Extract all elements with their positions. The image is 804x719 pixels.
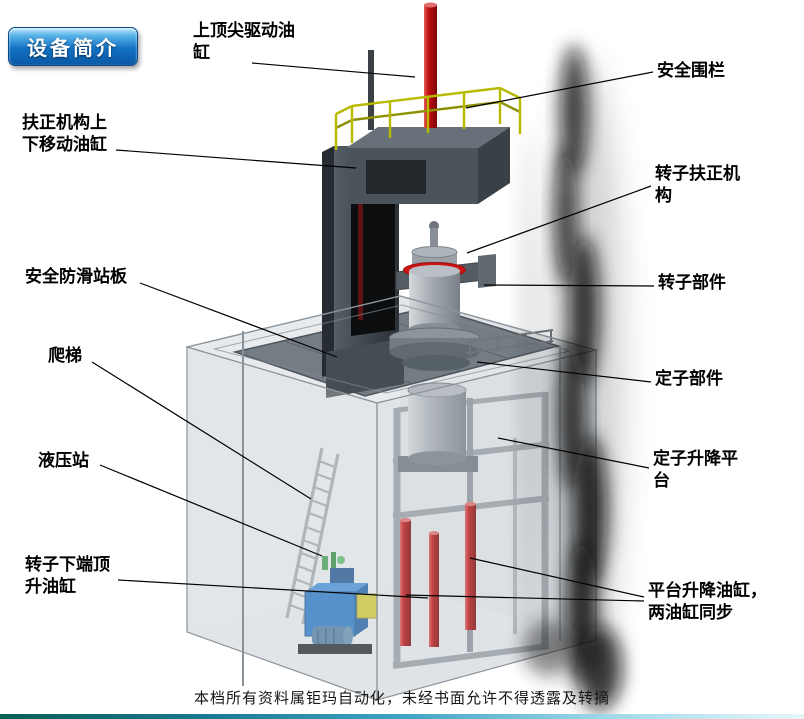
leader-top-cylinder — [251, 62, 416, 78]
leader-hydraulic-station — [99, 464, 323, 557]
label-ladder: 爬梯 — [48, 346, 82, 366]
label-hydraulic-station: 液压站 — [38, 451, 89, 471]
leader-stator-part — [476, 361, 652, 383]
label-top-drive-cylinder: 上顶尖驱动油缸 — [193, 21, 295, 64]
copyright-notice: 本档所有资料属钜玛自动化，未经书面允许不得透露及转摘 — [193, 689, 610, 707]
label-centering-cylinder: 扶正机构上下移动油缸 — [22, 113, 107, 156]
stator-part — [398, 382, 478, 472]
leader-stator-platform — [497, 437, 650, 469]
label-stator-platform: 定子升降平台 — [653, 449, 738, 492]
title-badge: 设备简介 — [8, 27, 138, 66]
label-rotor-centering: 转子扶正机构 — [655, 164, 740, 207]
label-safety-fence: 安全围栏 — [657, 61, 725, 81]
bottom-strip — [0, 714, 804, 719]
leader-ladder — [91, 361, 312, 500]
rotor-assembly — [389, 221, 496, 371]
safety-fence — [334, 86, 522, 150]
leader-platform-cyl-b — [405, 594, 645, 602]
label-platform-cylinders: 平台升降油缸，两油缸同步 — [648, 581, 767, 624]
leader-lines — [91, 62, 655, 602]
label-antislip-board: 安全防滑站板 — [25, 267, 127, 287]
leader-safety-fence — [465, 71, 654, 109]
label-stator-part: 定子部件 — [655, 369, 723, 389]
hydraulic-station — [298, 552, 378, 654]
lift-cylinders — [400, 501, 476, 647]
leader-antislip-board — [139, 282, 338, 358]
leader-centering-cylinder — [115, 149, 357, 169]
leader-rotor-centering — [466, 185, 652, 254]
shadow-smudge — [519, 45, 623, 710]
label-rotor-jack-cylinder: 转子下端顶升油缸 — [25, 555, 110, 598]
leader-rotor-jack — [117, 579, 429, 599]
leader-rotor-part — [483, 284, 655, 287]
label-rotor-part: 转子部件 — [658, 273, 726, 293]
leader-platform-cyl-a — [469, 557, 645, 598]
